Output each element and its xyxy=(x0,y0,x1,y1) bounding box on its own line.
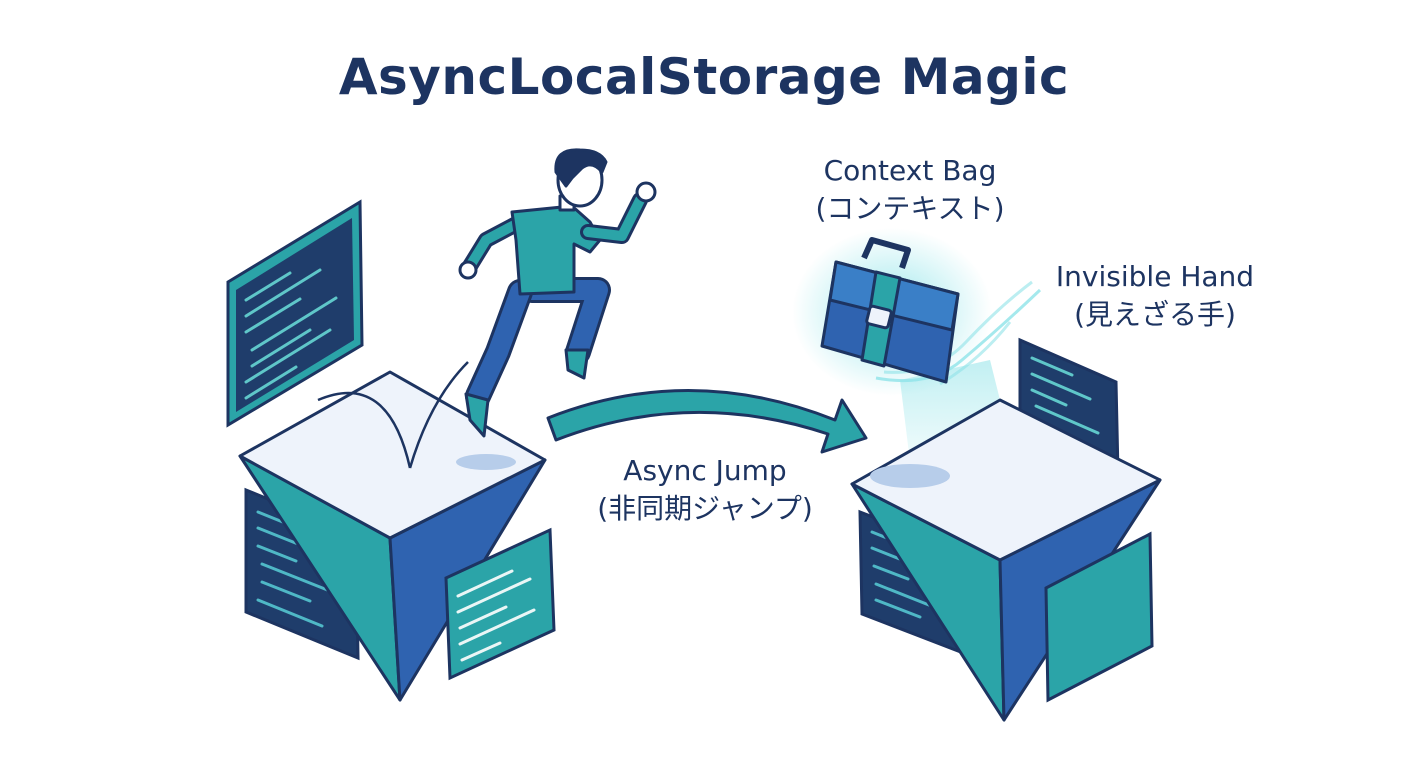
right-code-block xyxy=(850,337,1162,722)
briefcase-icon xyxy=(820,237,960,384)
label-async-jump: Async Jump (非同期ジャンプ) xyxy=(570,452,840,528)
diagram-title: AsyncLocalStorage Magic xyxy=(338,48,1070,106)
label-invisible-hand: Invisible Hand (見えざる手) xyxy=(1010,258,1300,334)
async-jump-arrow xyxy=(546,389,868,454)
label-async-jump-ja: (非同期ジャンプ) xyxy=(597,492,813,525)
label-invisible-hand-ja: (見えざる手) xyxy=(1074,298,1236,331)
jump-trail-line xyxy=(408,361,469,469)
right-landing-shadow xyxy=(870,464,950,488)
left-back-code-screen xyxy=(226,199,364,428)
left-front-code-screen xyxy=(444,527,556,681)
right-front-panel xyxy=(1044,531,1154,703)
jump-trail-line xyxy=(317,391,412,469)
running-person xyxy=(458,148,657,438)
landing-shadow xyxy=(456,454,516,470)
label-context-bag-en: Context Bag xyxy=(823,154,997,187)
label-async-jump-en: Async Jump xyxy=(623,454,787,487)
label-context-bag-ja: (コンテキスト) xyxy=(815,192,1005,225)
label-invisible-hand-en: Invisible Hand xyxy=(1055,260,1255,293)
left-code-block xyxy=(226,199,556,702)
label-context-bag: Context Bag (コンテキスト) xyxy=(770,152,1050,228)
